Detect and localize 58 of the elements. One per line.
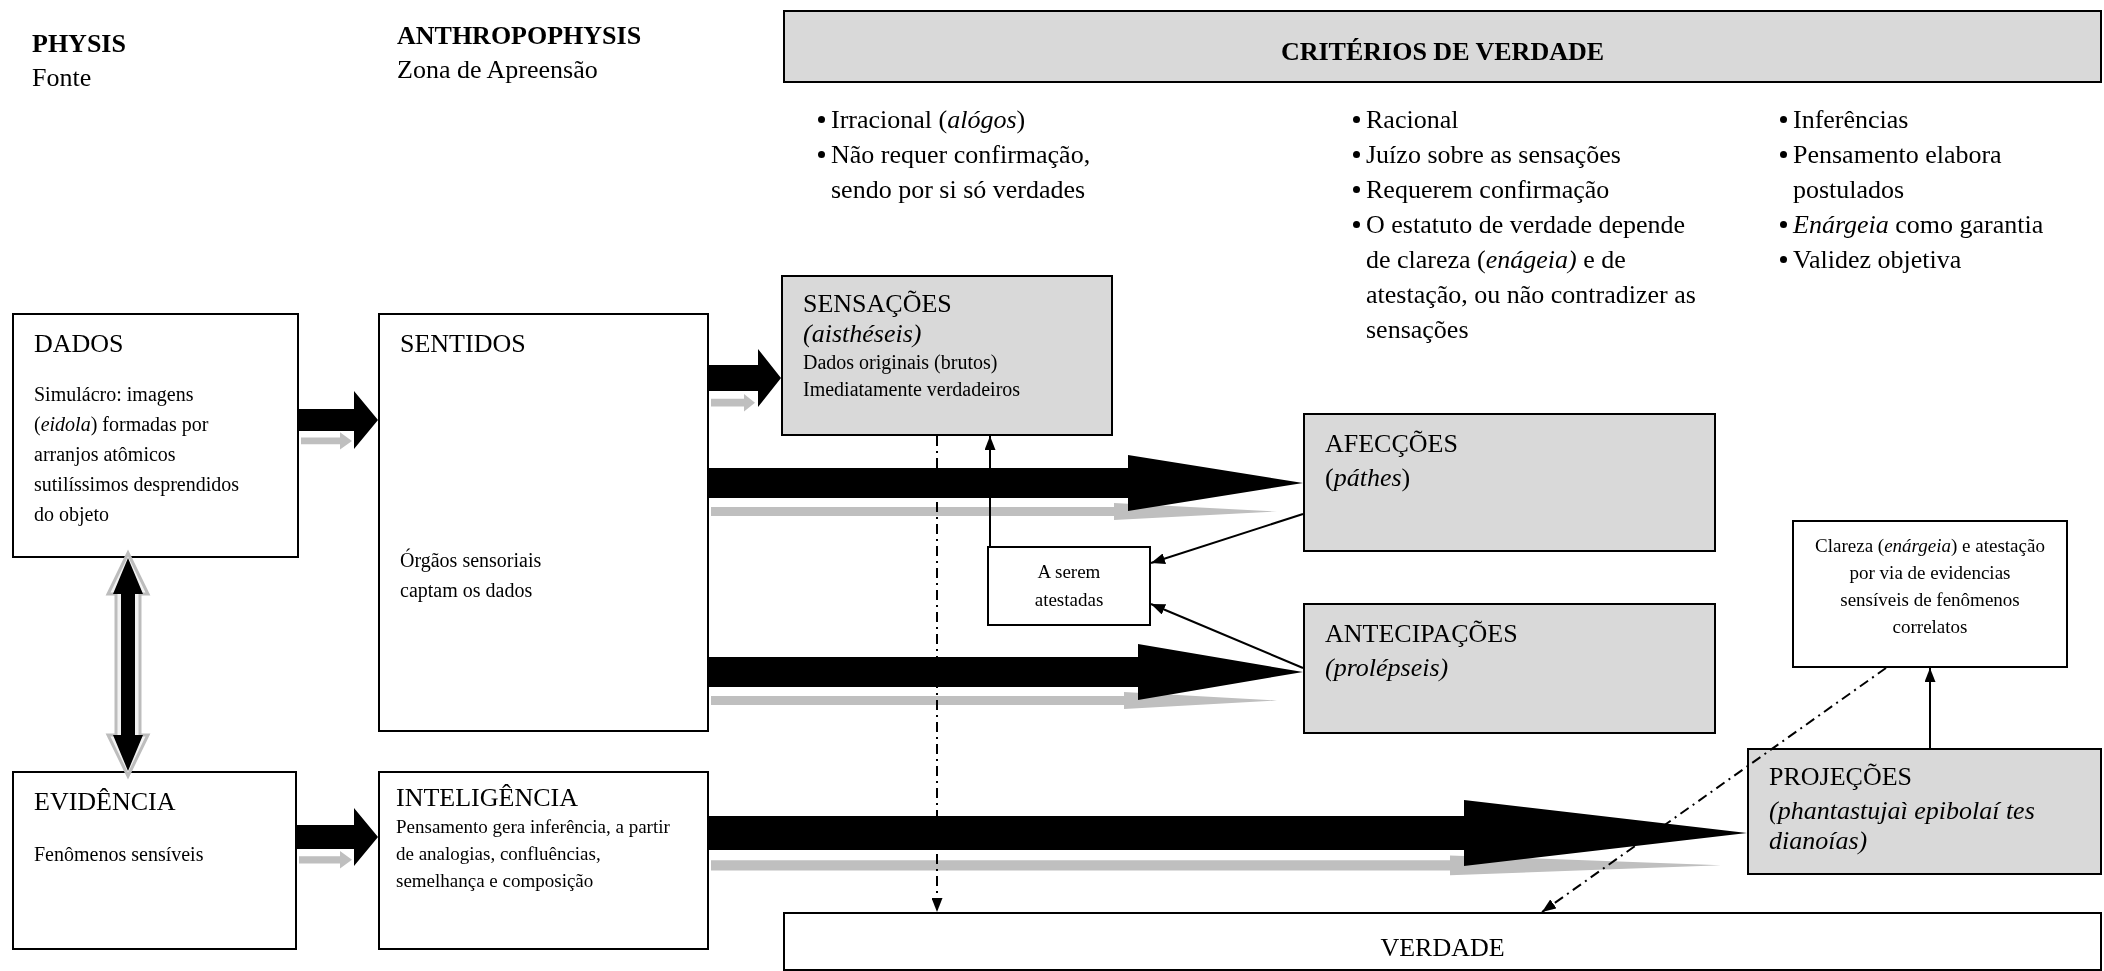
concept-box xyxy=(987,546,1151,626)
box-title: CRITÉRIOS DE VERDADE xyxy=(1279,36,1606,68)
criterion-text: Não requer confirmação, sendo por si só verdades xyxy=(831,139,1092,206)
box-title: SENTIDOS xyxy=(400,329,527,359)
section-heading: PHYSIS xyxy=(32,28,126,60)
box-text: (aisthéseis) xyxy=(803,319,923,349)
box-title: PROJEÇÕES xyxy=(1769,762,1914,792)
concept-box xyxy=(781,275,1113,436)
box-title: DADOS xyxy=(34,329,125,359)
box-title: SENSAÇÕES xyxy=(803,289,953,319)
concept-box xyxy=(378,313,709,732)
dash-dot-arrow xyxy=(931,435,943,913)
concept-box xyxy=(12,771,297,950)
box-text: Dados originais (brutos) xyxy=(803,350,999,376)
box-text: Pensamento gera inferência, a partir de analogias, confluências, semelhança e composição xyxy=(396,815,671,893)
box-text: (prolépseis) xyxy=(1325,653,1450,683)
criterion-text: Requerem confirmação xyxy=(1366,174,1610,206)
section-subtitle: Fonte xyxy=(32,62,92,94)
box-text: Clareza (enárgeia) e atestação por via de evidencias sensíveis de fenômenos correlatos xyxy=(1814,534,2046,639)
concept-box xyxy=(1303,413,1716,552)
box-text: (phantastujaì epibolaí tes dianoías) xyxy=(1769,796,2036,856)
box-title: ANTECIPAÇÕES xyxy=(1325,619,1519,649)
box-text: VERDADE xyxy=(1379,932,1506,964)
box-text: Fenômenos sensíveis xyxy=(34,842,205,867)
section-heading: ANTHROPOPHYSIS xyxy=(397,20,642,52)
block-arrow xyxy=(105,549,151,780)
criterion-text: Enárgeia como garantia xyxy=(1793,209,2044,241)
dash-dot-arrow xyxy=(1541,667,1887,913)
block-arrow xyxy=(709,455,1303,520)
box-text: Órgãos sensoriais captam os dados xyxy=(400,547,543,604)
block-arrow xyxy=(709,349,781,412)
box-text: (páthes) xyxy=(1325,463,1412,493)
box-title: INTELIGÊNCIA xyxy=(396,783,579,813)
concept-box xyxy=(12,313,299,558)
block-arrow xyxy=(709,644,1303,709)
arrow xyxy=(1924,667,1936,749)
criterion-text: Irracional (alógos) xyxy=(831,104,1026,136)
concept-box xyxy=(1792,520,2068,668)
concept-box xyxy=(783,912,2102,971)
concept-box xyxy=(1303,603,1716,734)
section-subtitle: Zona de Apreensão xyxy=(397,54,598,86)
criterion-text: O estatuto de verdade depende de clareza (enágeia) e de atestação, ou não contradizer as sensações xyxy=(1366,209,1697,346)
concept-box xyxy=(378,771,709,950)
criterion-text: Racional xyxy=(1366,104,1459,136)
header-box xyxy=(783,10,2102,83)
arrow xyxy=(1150,513,1304,564)
arrow xyxy=(984,435,996,547)
concept-box xyxy=(1747,748,2102,875)
criterion-text: Inferências xyxy=(1793,104,1909,136)
box-text: A serem atestadas xyxy=(1033,560,1105,612)
box-text: Simulácro: imagens (eidola) formadas por arranjos atômicos sutilíssimos desprendidos do objeto xyxy=(34,382,239,528)
box-title: EVIDÊNCIA xyxy=(34,787,177,817)
block-arrow xyxy=(297,808,378,869)
box-text: Imediatamente verdadeiros xyxy=(803,377,1022,402)
block-arrow xyxy=(299,391,378,450)
criterion-text: Validez objetiva xyxy=(1793,244,1962,276)
box-title: AFECÇÕES xyxy=(1325,429,1459,459)
criterion-text: Juízo sobre as sensações xyxy=(1366,139,1621,171)
